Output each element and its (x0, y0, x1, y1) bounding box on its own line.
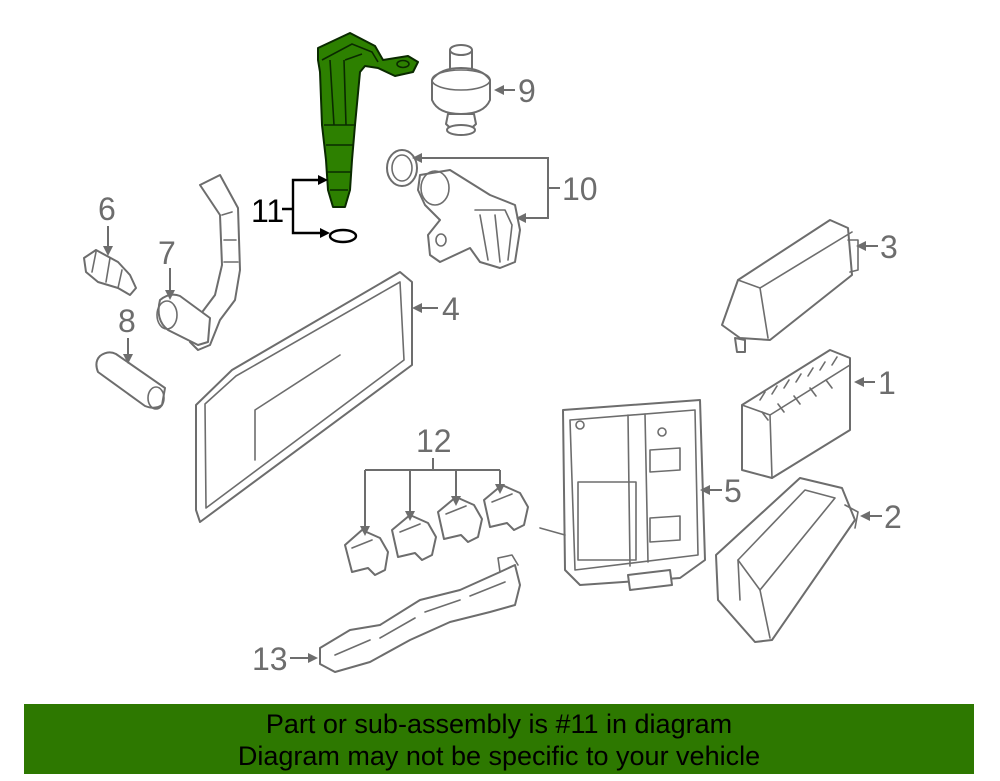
callout-11: 11 (251, 193, 284, 229)
part-10-sensor (386, 149, 521, 269)
callout-12: 12 (416, 423, 452, 459)
part-8-sleeve (95, 351, 166, 410)
callout-3: 3 (880, 229, 898, 265)
part-5-module (539, 399, 706, 591)
part-12-coils (344, 484, 529, 576)
callout-6: 6 (98, 191, 116, 227)
banner-line-1: Part or sub-assembly is #11 in diagram (265, 709, 733, 739)
callout-8: 8 (118, 303, 136, 339)
part-9-switch (431, 44, 491, 136)
part-7-harness (156, 174, 241, 351)
callout-2: 2 (884, 499, 902, 535)
part-11-sensor[interactable] (317, 32, 419, 208)
part-11-oring (328, 228, 358, 244)
info-banner: Part or sub-assembly is #11 in diagram D… (24, 704, 974, 774)
callout-1: 1 (878, 365, 896, 401)
callout-9: 9 (518, 73, 536, 109)
callout-10: 10 (562, 171, 598, 207)
callout-5: 5 (724, 473, 742, 509)
callout-7: 7 (158, 235, 176, 271)
part-13-bracket (319, 554, 521, 673)
callout-4: 4 (442, 291, 460, 327)
banner-line-2: Diagram may not be specific to your vehi… (237, 741, 761, 771)
part-1-fuse-block (741, 349, 851, 479)
part-3-cover (721, 219, 859, 353)
part-2-tray (715, 477, 859, 643)
callout-11-leader (282, 175, 330, 238)
part-4-panel (195, 271, 413, 523)
part-6-sensor (83, 249, 137, 296)
callout-13: 13 (252, 641, 288, 677)
